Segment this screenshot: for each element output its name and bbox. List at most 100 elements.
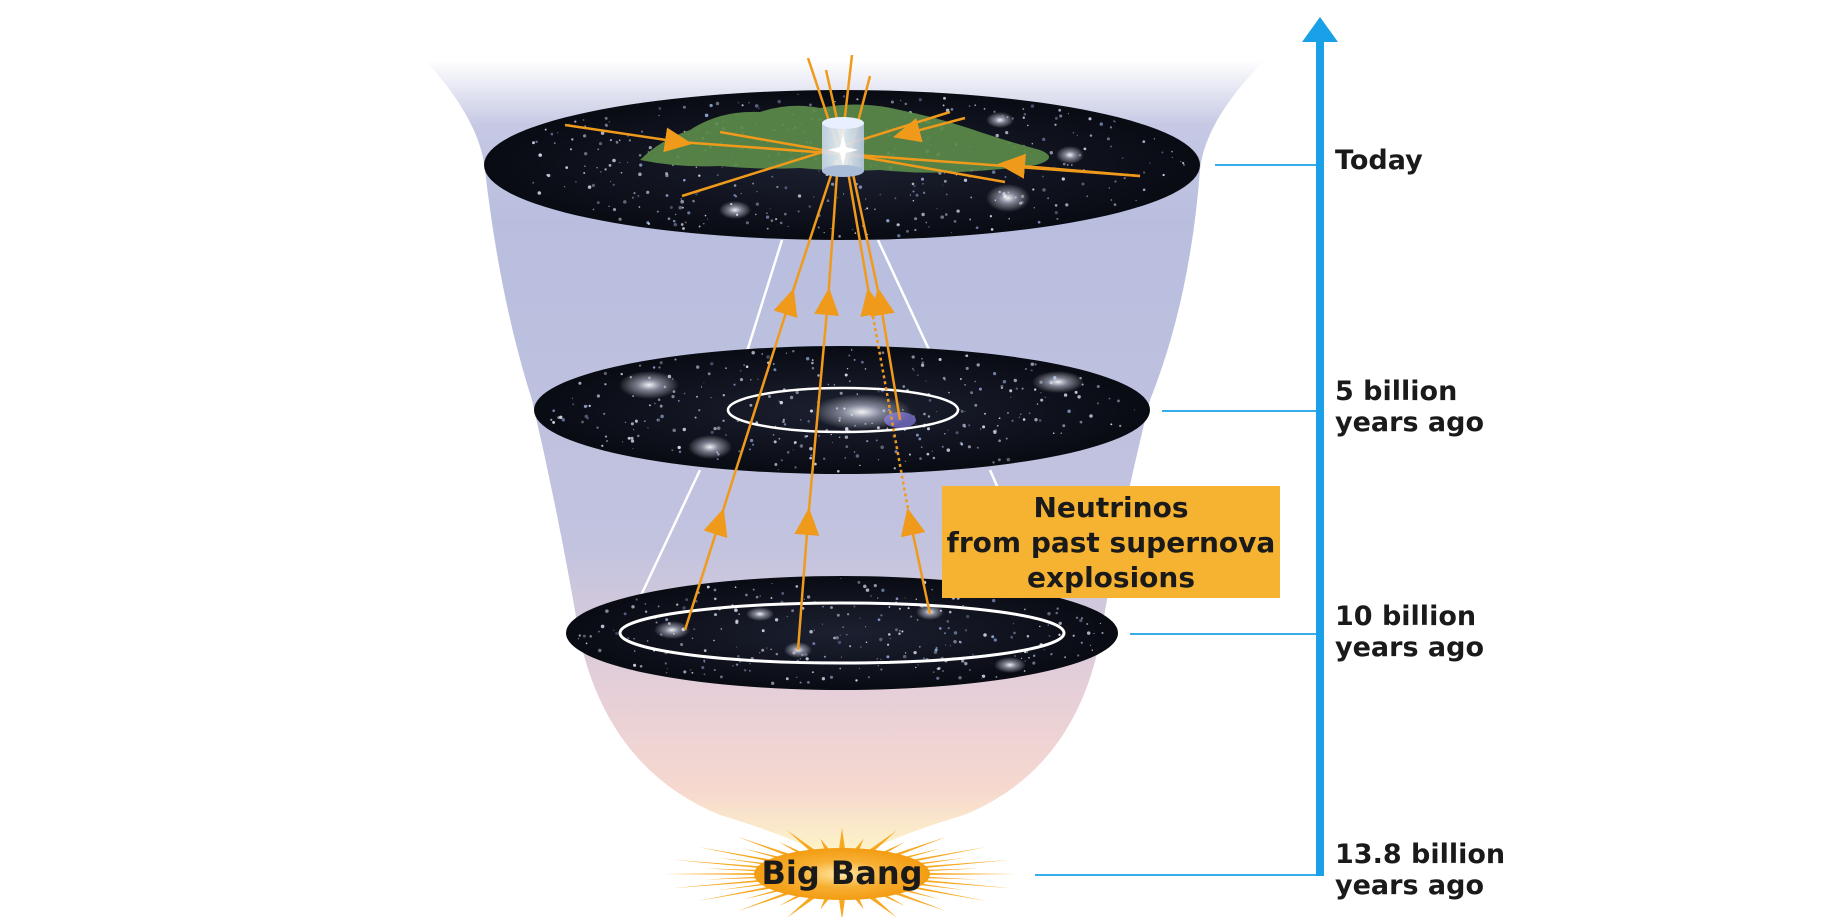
- star: [571, 138, 574, 141]
- star: [911, 355, 915, 359]
- star: [583, 172, 586, 174]
- star: [1026, 124, 1029, 127]
- star: [588, 404, 591, 408]
- star: [1080, 617, 1084, 620]
- star: [846, 367, 849, 370]
- star: [633, 663, 637, 667]
- star: [737, 102, 740, 104]
- star: [1022, 116, 1025, 119]
- star: [863, 584, 867, 589]
- star: [575, 181, 577, 183]
- neutrino-paths: [683, 159, 932, 651]
- star: [865, 588, 870, 592]
- star: [749, 662, 751, 665]
- galaxy: [994, 657, 1026, 673]
- star: [722, 419, 725, 422]
- star: [665, 671, 668, 674]
- star: [920, 363, 925, 367]
- star: [793, 443, 795, 445]
- star: [959, 408, 961, 411]
- star: [656, 210, 659, 213]
- star: [974, 403, 978, 407]
- star: [879, 193, 882, 196]
- galaxy: [719, 201, 751, 219]
- star: [947, 429, 949, 431]
- star: [927, 415, 931, 418]
- star: [598, 648, 602, 653]
- star: [833, 384, 836, 386]
- star: [787, 225, 789, 228]
- star: [615, 141, 619, 144]
- star: [964, 410, 966, 412]
- star: [620, 372, 623, 376]
- star: [669, 205, 673, 210]
- star: [623, 200, 627, 204]
- star: [809, 456, 813, 460]
- star: [809, 103, 812, 107]
- star: [993, 372, 997, 376]
- star: [839, 667, 842, 670]
- star: [1054, 211, 1058, 215]
- star: [673, 222, 678, 227]
- star: [604, 168, 607, 171]
- star: [1109, 126, 1113, 129]
- star: [993, 110, 996, 113]
- star: [552, 420, 556, 424]
- star: [704, 214, 707, 217]
- star: [844, 373, 848, 377]
- star: [547, 173, 551, 178]
- star: [769, 208, 771, 210]
- star: [877, 618, 881, 622]
- star: [577, 638, 580, 640]
- star: [1114, 121, 1116, 123]
- star: [786, 615, 789, 618]
- star: [603, 412, 606, 415]
- star: [1091, 649, 1094, 651]
- star: [713, 613, 718, 617]
- star: [915, 598, 918, 601]
- star: [639, 163, 643, 167]
- star: [621, 441, 624, 443]
- star: [1023, 608, 1026, 611]
- star: [1108, 397, 1111, 400]
- star: [921, 357, 923, 360]
- star: [848, 354, 851, 357]
- star: [911, 367, 914, 370]
- star: [864, 208, 866, 210]
- star: [826, 199, 830, 203]
- star: [713, 588, 717, 592]
- star: [799, 658, 801, 660]
- star: [1042, 175, 1044, 178]
- star: [992, 461, 995, 464]
- star: [559, 415, 563, 419]
- star: [1106, 137, 1110, 141]
- star: [964, 383, 967, 386]
- star: [591, 183, 596, 188]
- star: [912, 199, 915, 202]
- star: [671, 449, 674, 452]
- star: [735, 619, 739, 623]
- star: [1101, 631, 1104, 635]
- star: [960, 443, 964, 446]
- star: [719, 675, 723, 679]
- star: [838, 235, 841, 238]
- star: [640, 130, 644, 133]
- star: [734, 608, 738, 612]
- star: [797, 93, 799, 95]
- star: [1079, 420, 1083, 424]
- star: [955, 431, 959, 435]
- star: [689, 669, 692, 671]
- star: [630, 436, 634, 440]
- star: [941, 669, 945, 673]
- star: [596, 426, 599, 429]
- star: [771, 175, 774, 178]
- star: [698, 174, 701, 177]
- neutrino-detector: [822, 117, 864, 177]
- star: [822, 457, 826, 460]
- star: [855, 454, 860, 458]
- galaxy: [688, 435, 732, 459]
- star: [853, 605, 856, 608]
- star: [1149, 162, 1151, 164]
- star: [606, 440, 608, 442]
- star: [1089, 414, 1093, 418]
